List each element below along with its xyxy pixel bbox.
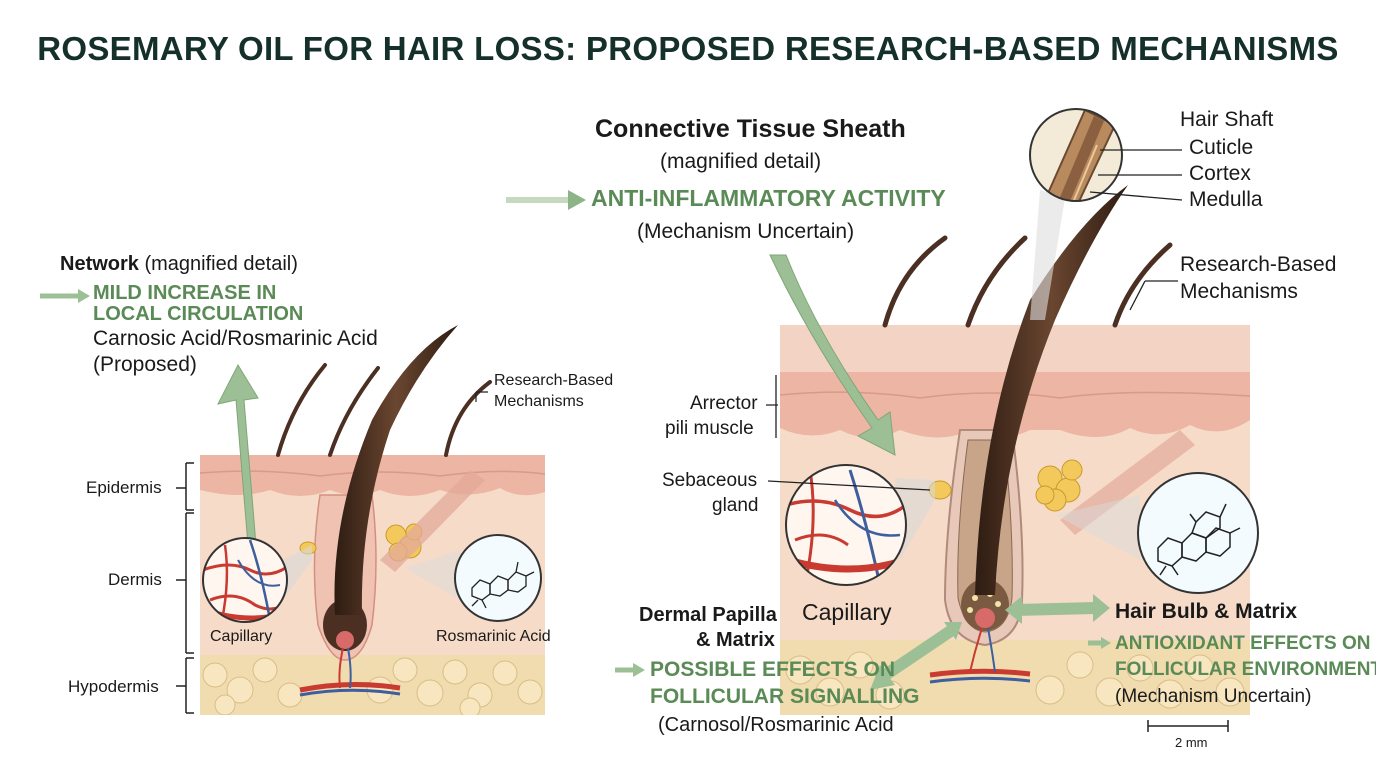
sheath-title: Connective Tissue Sheath: [595, 115, 906, 143]
right-research-line1: Research-Based: [1180, 253, 1337, 276]
network-bold: Network: [60, 253, 139, 275]
left-skin-block: [40, 289, 545, 715]
anti-inflammatory-arrow: [769, 254, 896, 456]
arrector-line2: pili muscle: [665, 418, 754, 439]
left-layer-bracket: [176, 462, 194, 714]
antioxidant-line1: ANTIOXIDANT EFFECTS ON: [1115, 633, 1371, 654]
right-main-hair: [975, 185, 1128, 595]
layer-epidermis: Epidermis: [86, 478, 162, 497]
left-circulation-arrow: [217, 363, 259, 546]
scale-bar: [1147, 720, 1229, 732]
sebaceous-line1: Sebaceous: [662, 470, 758, 491]
signalling-sub: (Carnosol/Rosmarinic Acid: [658, 714, 894, 736]
layer-dermis: Dermis: [108, 570, 162, 589]
right-capillary-label: Capillary: [802, 599, 892, 625]
right-research-line2: Mechanisms: [1180, 280, 1298, 303]
circulation-effect-line1: MILD INCREASE IN: [93, 282, 277, 304]
signalling-line2: FOLLICULAR SIGNALLING: [650, 685, 920, 708]
right-capillary-inset: [786, 465, 906, 585]
antioxidant-line2: FOLLICULAR ENVIRONMENT: [1115, 659, 1376, 680]
left-rosmarinic-label: Rosmarinic Acid: [436, 628, 551, 645]
layer-hypodermis: Hypodermis: [68, 677, 159, 696]
left-compound-line1: Carnosic Acid/Rosmarinic Acid: [93, 327, 378, 350]
left-research-line1: Research-Based: [494, 372, 614, 389]
left-molecule-structure: [471, 561, 535, 609]
left-research-line2: Mechanisms: [494, 393, 584, 410]
right-molecule-inset: [1137, 472, 1259, 594]
left-main-hair: [334, 325, 458, 615]
anti-inflammatory-label: ANTI-INFLAMMATORY ACTIVITY: [591, 185, 946, 211]
network-rest: (magnified detail): [144, 253, 298, 275]
bulb-title: Hair Bulb & Matrix: [1115, 600, 1298, 623]
network-label: Network (magnified detail): [60, 253, 298, 276]
left-compound-line2: (Proposed): [93, 353, 197, 376]
page-title: ROSEMARY OIL FOR HAIR LOSS: PROPOSED RES…: [37, 30, 1339, 67]
sheath-subtitle: (magnified detail): [660, 150, 822, 173]
arrector-line1: Arrector: [690, 393, 758, 414]
circulation-effect-line2: LOCAL CIRCULATION: [93, 303, 304, 325]
cuticle-label: Cuticle: [1189, 136, 1254, 159]
sebaceous-line2: gland: [712, 495, 759, 516]
right-molecule-structure: [1157, 503, 1241, 576]
right-skin-block: [506, 108, 1259, 732]
scale-label: 2 mm: [1175, 735, 1208, 750]
anti-inflammatory-sub: (Mechanism Uncertain): [637, 220, 855, 243]
papilla-line1: Dermal Papilla: [639, 604, 777, 626]
medulla-label: Medulla: [1189, 188, 1263, 211]
papilla-line2: & Matrix: [696, 629, 775, 651]
anti-inflammatory-pointer: [568, 190, 586, 210]
cortex-label: Cortex: [1189, 162, 1251, 185]
left-molecule-inset: [454, 534, 542, 622]
antioxidant-sub: (Mechanism Uncertain): [1115, 686, 1312, 707]
signalling-line1: POSSIBLE EFFECTS ON: [650, 658, 896, 681]
left-capillary-label: Capillary: [210, 628, 273, 645]
hair-shaft-label: Hair Shaft: [1180, 108, 1274, 131]
right-sebaceous-gland: [1035, 459, 1083, 512]
